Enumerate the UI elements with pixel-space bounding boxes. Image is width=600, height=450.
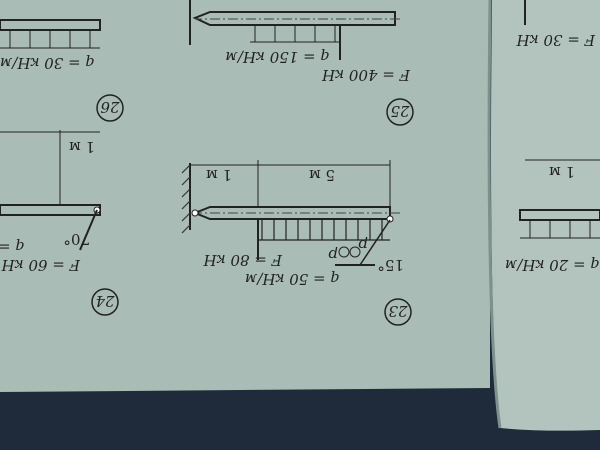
p-label-2: p bbox=[328, 246, 338, 264]
right-page-problem: 1 м q = 20 кН/м F = 30 кН bbox=[505, 0, 600, 274]
dim-left: 1 м bbox=[206, 166, 232, 184]
angle-label-24: 70° bbox=[63, 230, 90, 248]
force-label-25: F = 400 кН bbox=[321, 66, 411, 84]
problem-26: q = 30 кН/м 26 bbox=[0, 19, 124, 122]
q-label-24: q = bbox=[0, 238, 25, 256]
dim-right: 5 м bbox=[309, 166, 335, 184]
left-page bbox=[0, 0, 490, 392]
right-page bbox=[491, 0, 600, 431]
angle-label-23: 15° bbox=[377, 256, 404, 274]
force-label-right: F = 30 кН bbox=[516, 31, 596, 49]
p-label-1: p bbox=[358, 236, 368, 254]
problem-25: q = 150 кН/м F = 400 кН 25 bbox=[189, 0, 414, 126]
problem-number-24: 24 bbox=[95, 292, 115, 310]
q-label-26: q = 30 кН/м bbox=[0, 54, 95, 72]
page-gutter bbox=[487, 0, 502, 429]
q-label-25: q = 150 кН/м bbox=[225, 48, 330, 66]
dim-right-page: 1 м bbox=[549, 163, 575, 181]
problem-number-25: 25 bbox=[390, 102, 410, 120]
q-label-right: q = 20 кН/м bbox=[505, 256, 600, 274]
q-label-23: q = 50 кН/м bbox=[245, 270, 340, 288]
force-label-24: F = 60 кН bbox=[1, 256, 81, 274]
dim-24: 1 м bbox=[69, 138, 95, 156]
problem-number-26: 26 bbox=[100, 98, 121, 116]
force-label-23: F = 80 кН bbox=[203, 251, 283, 269]
distributed-load-23 bbox=[258, 220, 390, 241]
problem-23: 1 м 5 м p p F = 80 кН q = 50 кН/м 15° 23 bbox=[181, 160, 412, 326]
problem-number-23: 23 bbox=[388, 302, 408, 320]
problem-24: 1 м 70° F = 60 кН q = 24 bbox=[0, 130, 119, 316]
